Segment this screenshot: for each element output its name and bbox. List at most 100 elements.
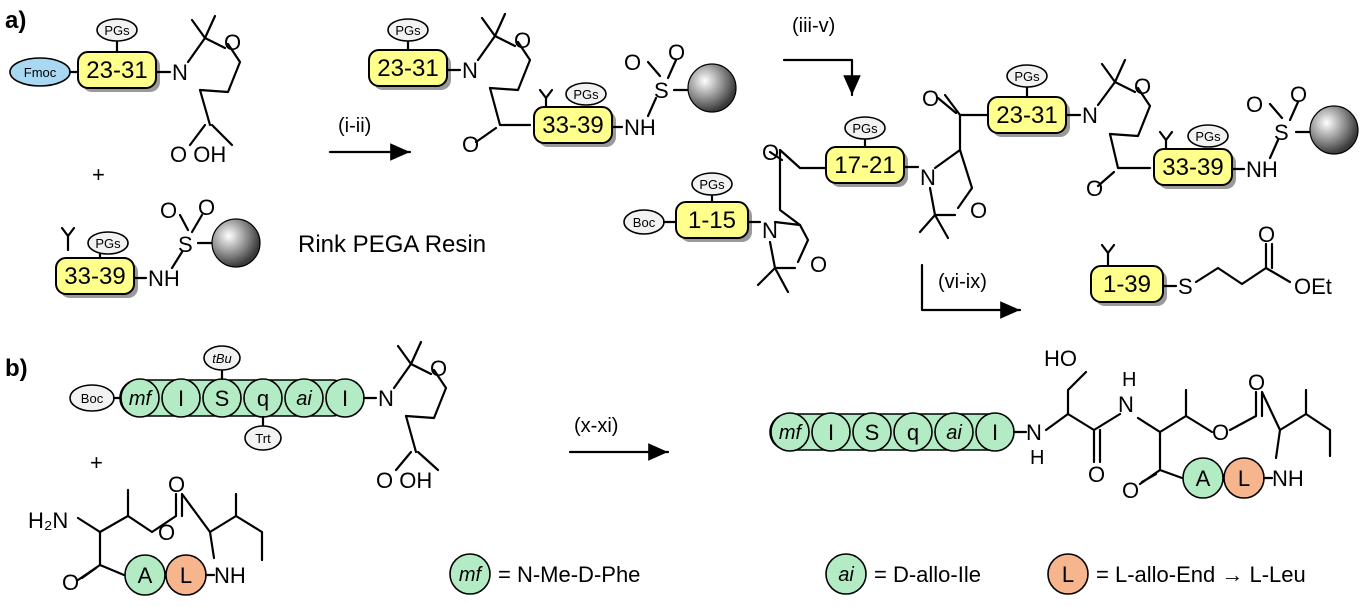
svg-text:O: O	[922, 86, 939, 111]
boc-hexapeptide: Boc mf I S q ai I tBu Trt N O O OH	[69, 340, 447, 493]
step-x-xi: (x-xi)	[574, 415, 618, 437]
svg-text:O: O	[198, 195, 215, 220]
svg-text:17-21: 17-21	[834, 152, 895, 179]
svg-text:S: S	[215, 386, 230, 411]
pg-bubble	[96, 18, 138, 42]
svg-text:H: H	[1030, 447, 1044, 469]
svg-text:NH: NH	[1246, 157, 1278, 182]
legend-l-symbol	[1047, 553, 1089, 595]
svg-text:23-31: 23-31	[996, 102, 1057, 129]
svg-text:O: O	[514, 28, 531, 53]
svg-text:H₂N: H₂N	[28, 508, 68, 533]
svg-text:L: L	[180, 563, 192, 588]
resin-bead	[211, 218, 261, 268]
svg-text:O: O	[1122, 478, 1139, 503]
step-vi-ix: (vi-ix)	[938, 271, 987, 293]
thioester-product: 1-39 S O OEt	[1090, 222, 1332, 306]
arrow-vi-ix	[920, 263, 1022, 319]
svg-text:O OH: O OH	[170, 142, 226, 167]
step-i-ii: (i-ii)	[338, 115, 371, 137]
svg-text:PGs: PGs	[1014, 69, 1040, 84]
svg-text:O: O	[624, 50, 641, 75]
svg-text:mf: mf	[779, 422, 804, 444]
svg-text:PGs: PGs	[852, 121, 878, 136]
svg-text:O: O	[970, 198, 987, 223]
svg-text:NH: NH	[1272, 466, 1304, 491]
svg-text:PGs: PGs	[104, 23, 130, 38]
svg-text:Boc: Boc	[633, 215, 656, 230]
segment-label: 23-31	[86, 57, 147, 84]
svg-text:O: O	[1088, 462, 1105, 487]
product-dipeptide-resin: 23-31 PGs N O O 33-39 PGs NH S O O	[368, 12, 737, 157]
depsipeptide-fragment: H₂N O O O A L NH	[28, 472, 264, 596]
svg-text:PGs: PGs	[699, 177, 725, 192]
svg-text:NH: NH	[624, 115, 656, 140]
svg-text:HO: HO	[1044, 346, 1077, 371]
svg-text:S: S	[1178, 274, 1193, 299]
product-tetrasegment-resin: 23-31 PGs O N O O 33-39 PGs NH S O O O 1…	[623, 58, 1359, 294]
svg-text:q: q	[907, 420, 919, 445]
svg-text:O: O	[160, 198, 177, 223]
legend: mf = N-Me-D-Phe ai = D-allo-Ile L = L-al…	[449, 553, 1306, 595]
step-iii-v: (iii-v)	[792, 15, 835, 37]
svg-text:33-39: 33-39	[64, 263, 125, 290]
svg-text:PGs: PGs	[1195, 129, 1221, 144]
svg-text:N: N	[1118, 392, 1134, 417]
svg-text:O: O	[158, 520, 175, 545]
svg-text:33-39: 33-39	[1162, 154, 1223, 181]
svg-text:I: I	[992, 420, 998, 445]
svg-text:PGs: PGs	[95, 236, 121, 251]
svg-text:N: N	[1026, 420, 1042, 445]
svg-text:S: S	[1274, 120, 1289, 145]
svg-text:I: I	[342, 386, 348, 411]
resin-segment-33-39: 33-39 PGs NH S O O	[55, 195, 261, 298]
legend-mf-symbol	[449, 553, 491, 595]
svg-text:O: O	[1134, 74, 1151, 99]
svg-text:ai: ai	[838, 564, 854, 586]
svg-text:O: O	[168, 472, 185, 497]
svg-text:tBu: tBu	[212, 351, 232, 366]
legend-mf-text: = N-Me-D-Phe	[498, 562, 640, 587]
panel-b-label: b)	[5, 355, 28, 382]
svg-text:1-39: 1-39	[1103, 271, 1151, 298]
svg-text:+: +	[90, 450, 103, 475]
linear-product: mf I S q ai I N H HO O N H O O O A L NH	[769, 346, 1332, 503]
svg-text:O: O	[62, 570, 79, 595]
svg-text:L: L	[1238, 466, 1250, 491]
legend-l-text: = L-allo-End → L-Leu	[1096, 562, 1306, 587]
svg-text:N: N	[1082, 103, 1098, 128]
svg-text:mf: mf	[459, 564, 484, 586]
svg-text:O: O	[762, 140, 779, 165]
svg-text:I: I	[828, 420, 834, 445]
svg-text:ai: ai	[946, 422, 962, 444]
atom-n: N	[172, 60, 188, 85]
svg-text:I: I	[178, 386, 184, 411]
svg-text:A: A	[138, 563, 153, 588]
svg-text:N: N	[762, 218, 778, 243]
svg-text:O: O	[1086, 176, 1103, 201]
svg-text:N: N	[462, 58, 478, 83]
svg-text:1-15: 1-15	[688, 207, 736, 234]
svg-text:NH: NH	[148, 266, 180, 291]
svg-text:O: O	[1248, 370, 1265, 395]
residue-row-1: mf I S q ai I	[120, 378, 365, 418]
svg-text:S: S	[178, 232, 193, 257]
svg-text:O: O	[1212, 420, 1229, 445]
svg-text:S: S	[654, 78, 669, 103]
fmoc-text: Fmoc	[24, 65, 57, 80]
svg-text:Trt: Trt	[255, 431, 271, 446]
svg-text:O: O	[462, 132, 479, 157]
svg-text:O: O	[224, 30, 241, 55]
legend-ai-text: = D-allo-Ile	[874, 562, 981, 587]
svg-text:A: A	[1196, 466, 1211, 491]
plus-sign: +	[92, 162, 105, 187]
svg-text:mf: mf	[129, 388, 154, 410]
svg-text:O: O	[1258, 222, 1275, 247]
svg-text:q: q	[257, 386, 269, 411]
fmoc-segment-23-31: Fmoc 23-31 PGs N O O OH	[9, 14, 241, 167]
svg-text:N: N	[920, 165, 936, 190]
svg-text:33-39: 33-39	[542, 112, 603, 139]
svg-text:O OH: O OH	[376, 468, 432, 493]
svg-text:23-31: 23-31	[377, 55, 438, 82]
